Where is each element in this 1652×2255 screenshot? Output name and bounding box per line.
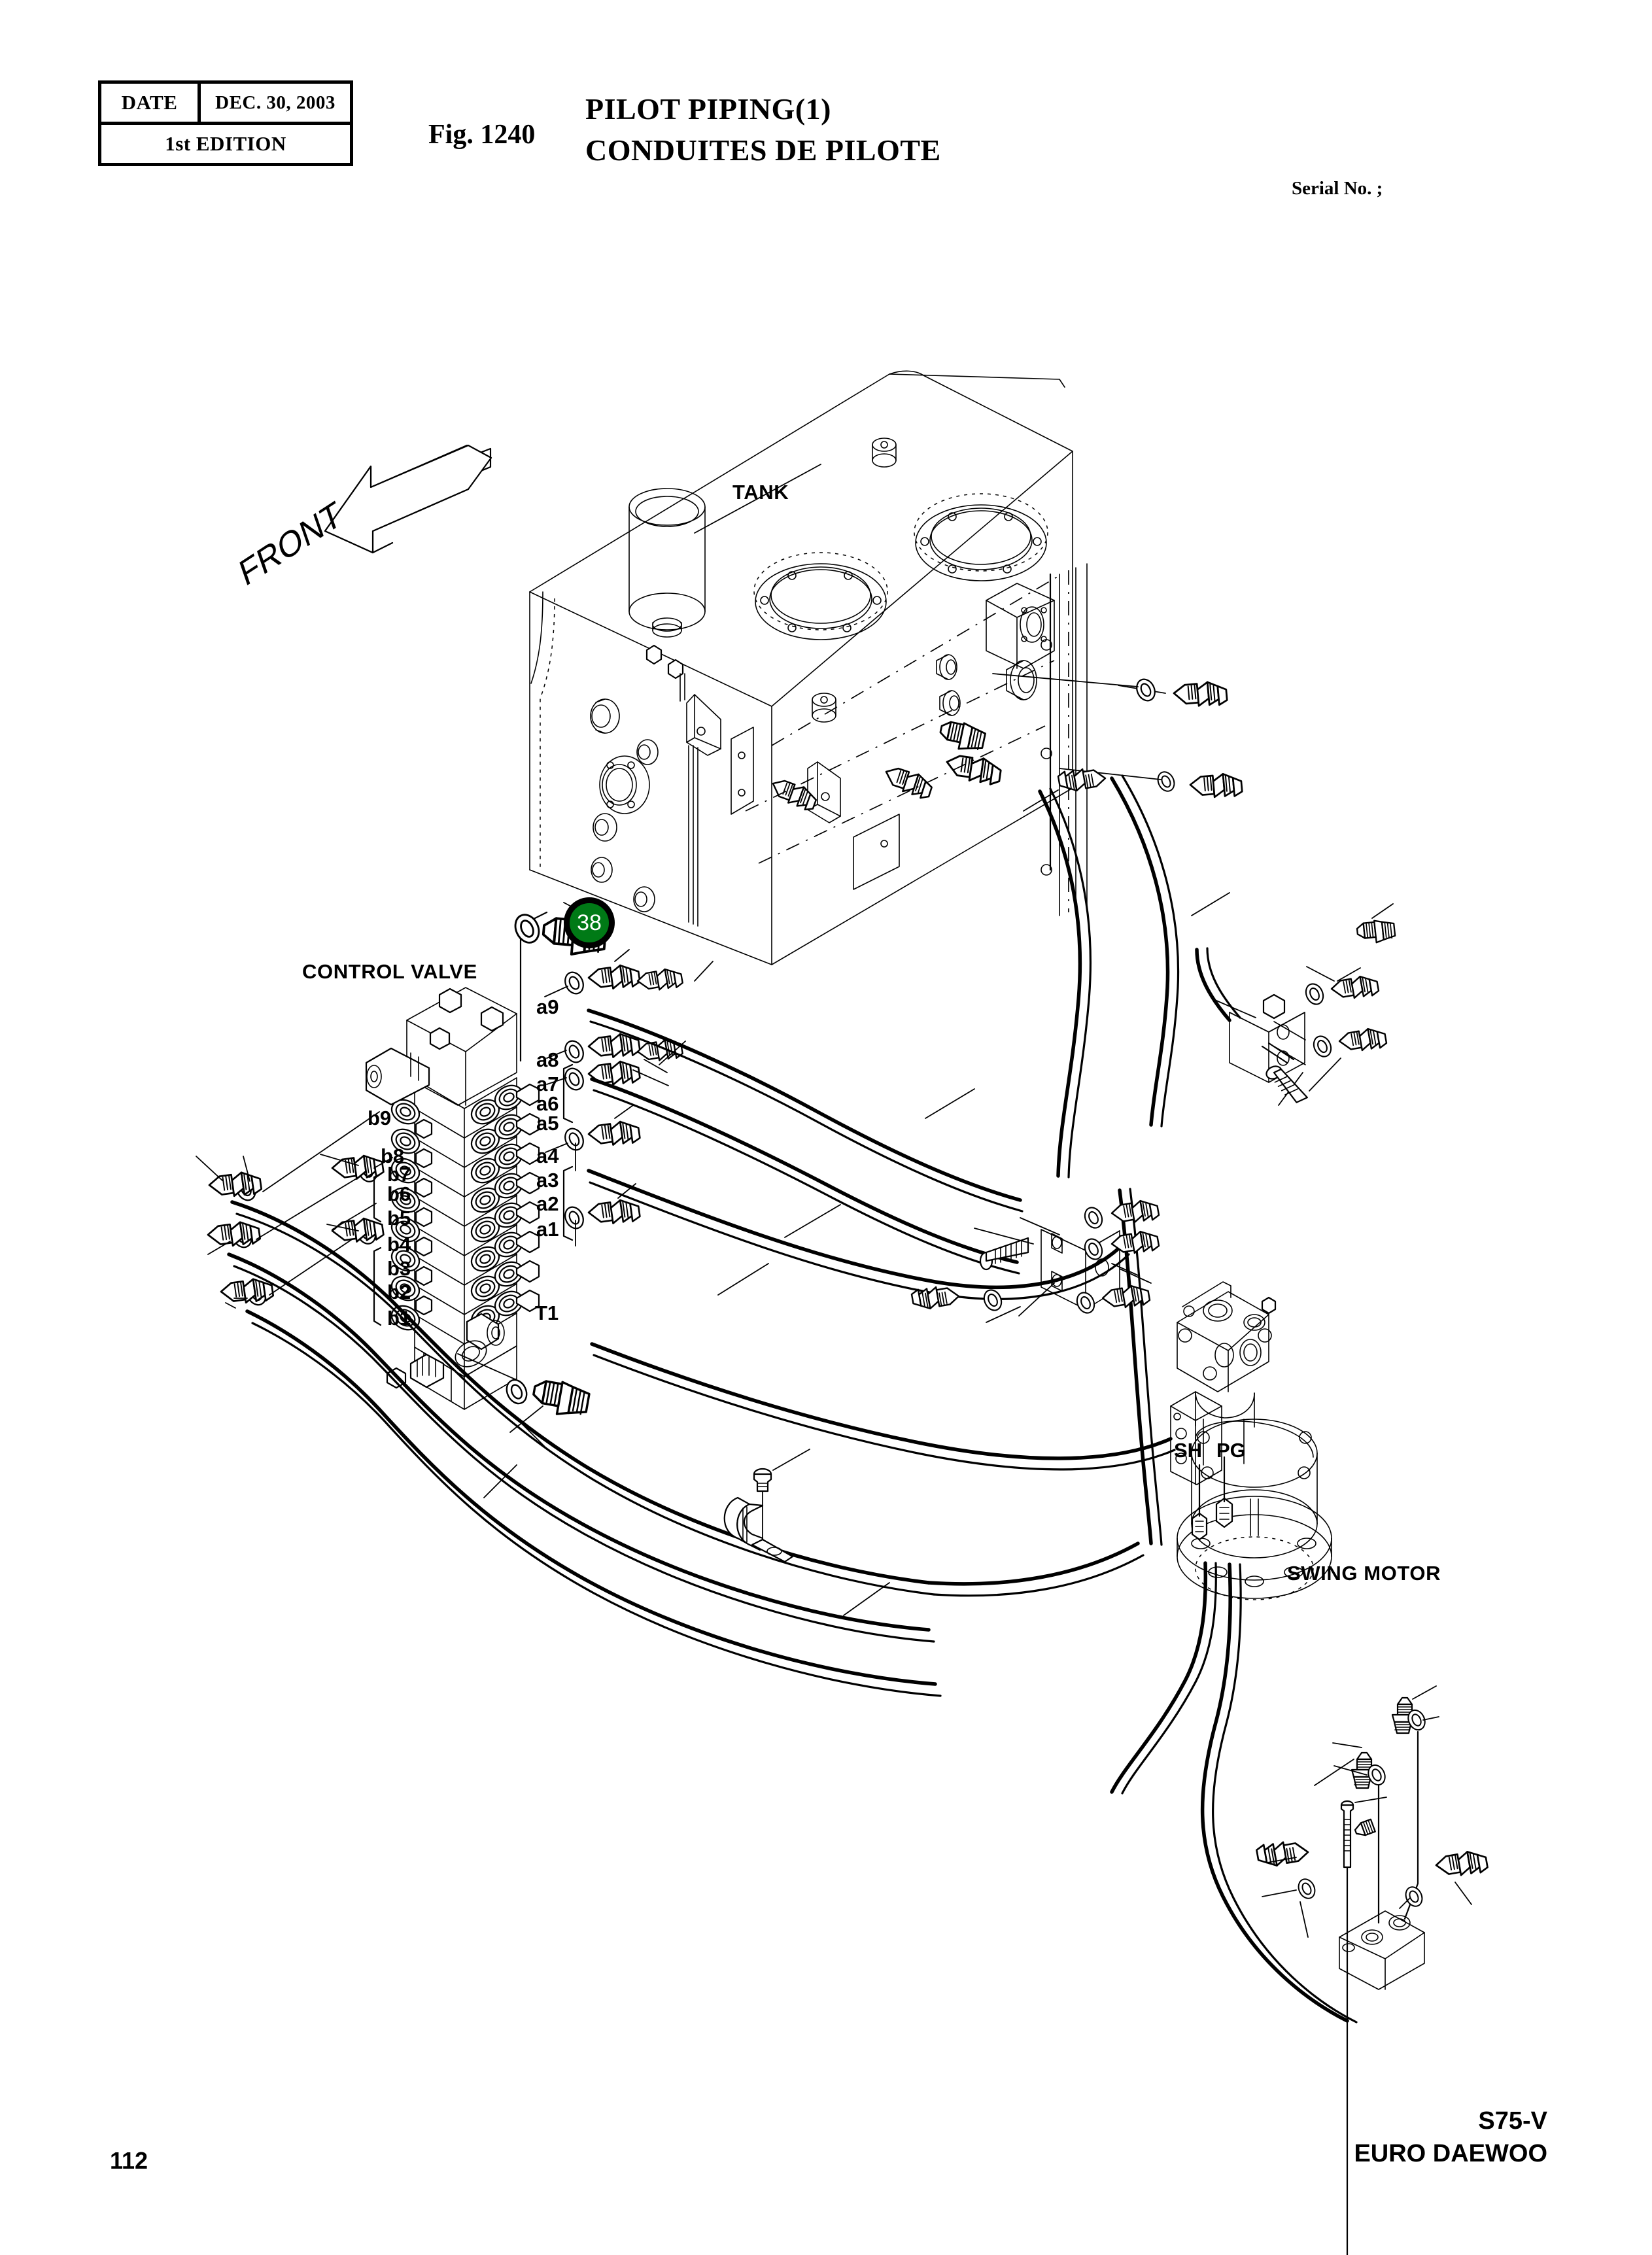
port-label-b2: b2: [387, 1281, 411, 1303]
item-balloon-38[interactable]: 38: [564, 897, 615, 948]
port-label-a3: a3: [536, 1169, 559, 1192]
control-valve-assembly: [365, 911, 592, 1449]
control-valve-label: CONTROL VALVE: [302, 960, 477, 983]
a-port-fittings: [544, 949, 684, 1247]
swing-motor-label: SWING MOTOR: [1287, 1562, 1441, 1585]
date-label: DATE: [101, 84, 201, 122]
tank-fittings-group: [992, 673, 1244, 801]
page-title-french: CONDUITES DE PILOTE: [585, 133, 941, 167]
port-label-a9: a9: [536, 995, 559, 1018]
port-label-a6: a6: [536, 1092, 559, 1115]
tank-label: TANK: [732, 481, 789, 504]
clamp-bolt: [753, 1449, 810, 1540]
serial-number-label: Serial No. ;: [1292, 178, 1383, 199]
edition-value: 1st EDITION: [165, 132, 286, 155]
port-label-b9: b9: [368, 1107, 392, 1129]
port-label-sh: SH: [1174, 1439, 1203, 1462]
port-label-pg: PG: [1216, 1439, 1246, 1462]
port-label-a8: a8: [536, 1048, 559, 1071]
port-label-a4: a4: [536, 1145, 559, 1167]
junction-block-right-upper: [1195, 903, 1397, 1106]
b-port-fittings: [196, 1111, 393, 1326]
swing-motor: [1170, 1281, 1332, 1600]
front-arrow-text: FRONT: [235, 494, 346, 594]
model-code: S75-V: [1478, 2107, 1547, 2135]
junction-block-center: [910, 1197, 1161, 1323]
port-label-b7: b7: [387, 1163, 411, 1186]
company-name: EURO DAEWOO: [1354, 2140, 1547, 2167]
date-row: DATE DEC. 30, 2003: [101, 84, 350, 125]
port-label-b4: b4: [387, 1233, 411, 1256]
page-title-english: PILOT PIPING(1): [585, 92, 831, 126]
port-label-b1: b1: [387, 1307, 411, 1330]
port-label-b6: b6: [387, 1182, 411, 1205]
port-label-a1: a1: [536, 1218, 559, 1241]
edition-row: 1st EDITION: [101, 125, 350, 163]
front-direction-arrow: FRONT: [235, 444, 492, 594]
date-value: DEC. 30, 2003: [215, 92, 336, 113]
port-label-a7: a7: [536, 1073, 559, 1095]
date-edition-box: DATE DEC. 30, 2003 1st EDITION: [98, 80, 353, 166]
port-label-a2: a2: [536, 1192, 559, 1215]
pilot-hoses: [227, 774, 1358, 2023]
page-number: 112: [110, 2147, 148, 2174]
port-label-b8: b8: [381, 1145, 405, 1167]
port-label-a5: a5: [536, 1112, 559, 1135]
hydraulic-tank: [529, 370, 1088, 965]
port-label-t1: T1: [535, 1301, 559, 1324]
figure-number: Fig. 1240: [428, 120, 536, 150]
port-label-b3: b3: [387, 1257, 411, 1280]
lower-right-detail: [1255, 1685, 1489, 2255]
hose-clamp: [723, 1496, 794, 1563]
port-label-b5: b5: [387, 1207, 411, 1230]
